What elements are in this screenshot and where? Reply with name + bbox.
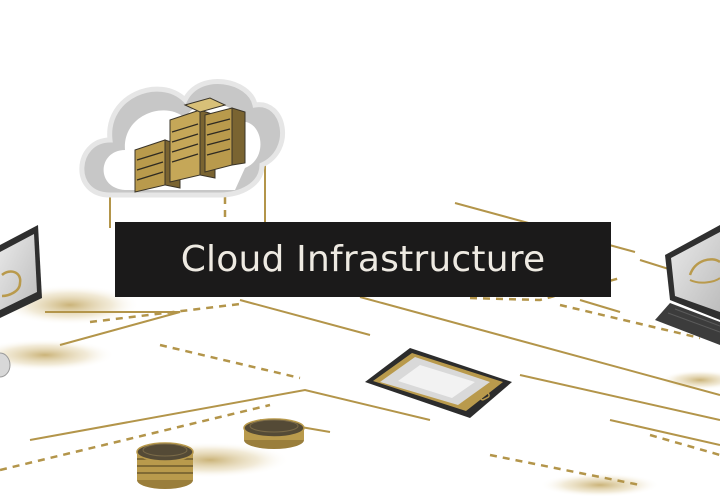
title-banner: Cloud Infrastructure: [115, 222, 611, 297]
page-title: Cloud Infrastructure: [180, 239, 546, 280]
smartphone-icon: [365, 348, 512, 418]
network-line-icon: [29, 140, 720, 446]
server-rack-stack: [134, 97, 246, 193]
desktop-monitor-icon: [0, 225, 42, 378]
cloud-server-icon: [79, 79, 286, 198]
laptop-icon: [655, 225, 720, 345]
coin-stack-icon: [136, 418, 305, 489]
